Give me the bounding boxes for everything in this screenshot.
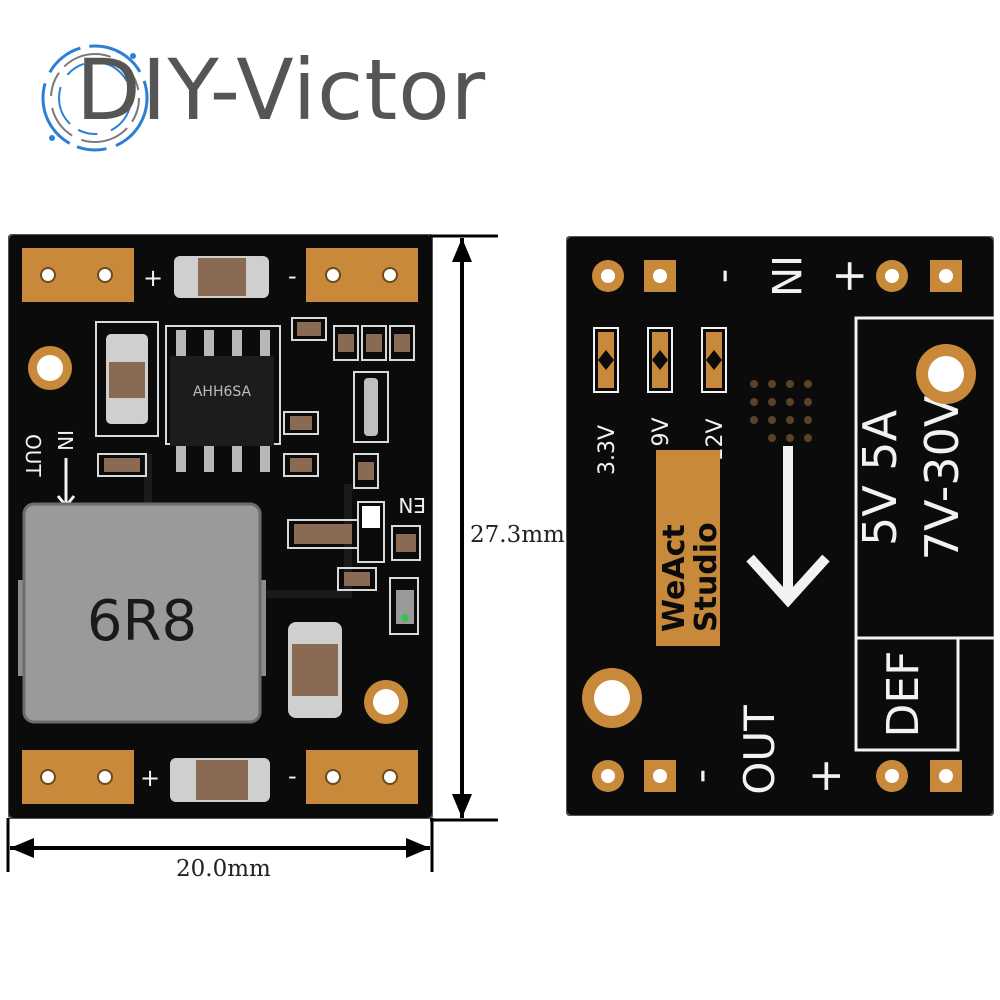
front-en-label: EN bbox=[398, 493, 426, 517]
brand-badge: WeAct Studio bbox=[656, 450, 724, 646]
back-plus-out: + bbox=[800, 758, 851, 795]
ic-chip: AHH6SA bbox=[165, 325, 281, 472]
height-dimension-label: 27.3mm bbox=[470, 522, 565, 548]
back-plus-in: + bbox=[825, 258, 876, 295]
def-box: DEF bbox=[854, 636, 960, 752]
jumper-pads bbox=[593, 327, 727, 393]
back-label-3v3: 3.3V bbox=[595, 425, 620, 475]
input-minus-pad bbox=[22, 248, 134, 302]
svg-text:WeAct: WeAct bbox=[657, 524, 692, 632]
svg-text:OUT: OUT bbox=[21, 434, 45, 477]
direction-arrow-icon bbox=[746, 446, 830, 608]
front-board: + - AHH bbox=[8, 234, 433, 819]
watermark-logo-text: DIY-Victor bbox=[76, 41, 487, 139]
back-minus-in: - bbox=[704, 269, 750, 283]
top-capacitor bbox=[174, 256, 269, 298]
svg-text:Studio: Studio bbox=[689, 522, 724, 632]
inductor-marking: 6R8 bbox=[87, 589, 197, 654]
input-plus-pad bbox=[306, 248, 418, 302]
svg-text:DEF: DEF bbox=[878, 651, 929, 738]
inductor: 6R8 bbox=[18, 502, 266, 724]
output-plus-pad bbox=[306, 750, 418, 804]
front-minus-bottom: - bbox=[288, 762, 297, 790]
back-in-label: IN bbox=[762, 255, 808, 297]
back-minus-out: - bbox=[678, 769, 724, 783]
output-minus-pad bbox=[22, 750, 134, 804]
svg-text:7V-30V: 7V-30V bbox=[915, 395, 969, 560]
in-out-label: IN OUT bbox=[21, 430, 77, 477]
front-plus-bottom: + bbox=[140, 764, 160, 792]
svg-text:5V 5A: 5V 5A bbox=[853, 409, 907, 546]
spec-box: 5V 5A 7V-30V bbox=[853, 316, 994, 640]
back-board: - IN + 3.3V 9V 12V WeAct bbox=[566, 236, 994, 816]
back-label-9v: 9V bbox=[649, 417, 674, 446]
front-minus-top: - bbox=[288, 262, 297, 290]
width-dimension-label: 20.0mm bbox=[176, 856, 271, 882]
back-out-label: OUT bbox=[735, 705, 784, 795]
ic-marking: AHH6SA bbox=[193, 384, 252, 400]
logo-ring-icon bbox=[41, 44, 149, 152]
front-plus-top: + bbox=[143, 264, 163, 292]
svg-text:IN: IN bbox=[53, 430, 77, 451]
